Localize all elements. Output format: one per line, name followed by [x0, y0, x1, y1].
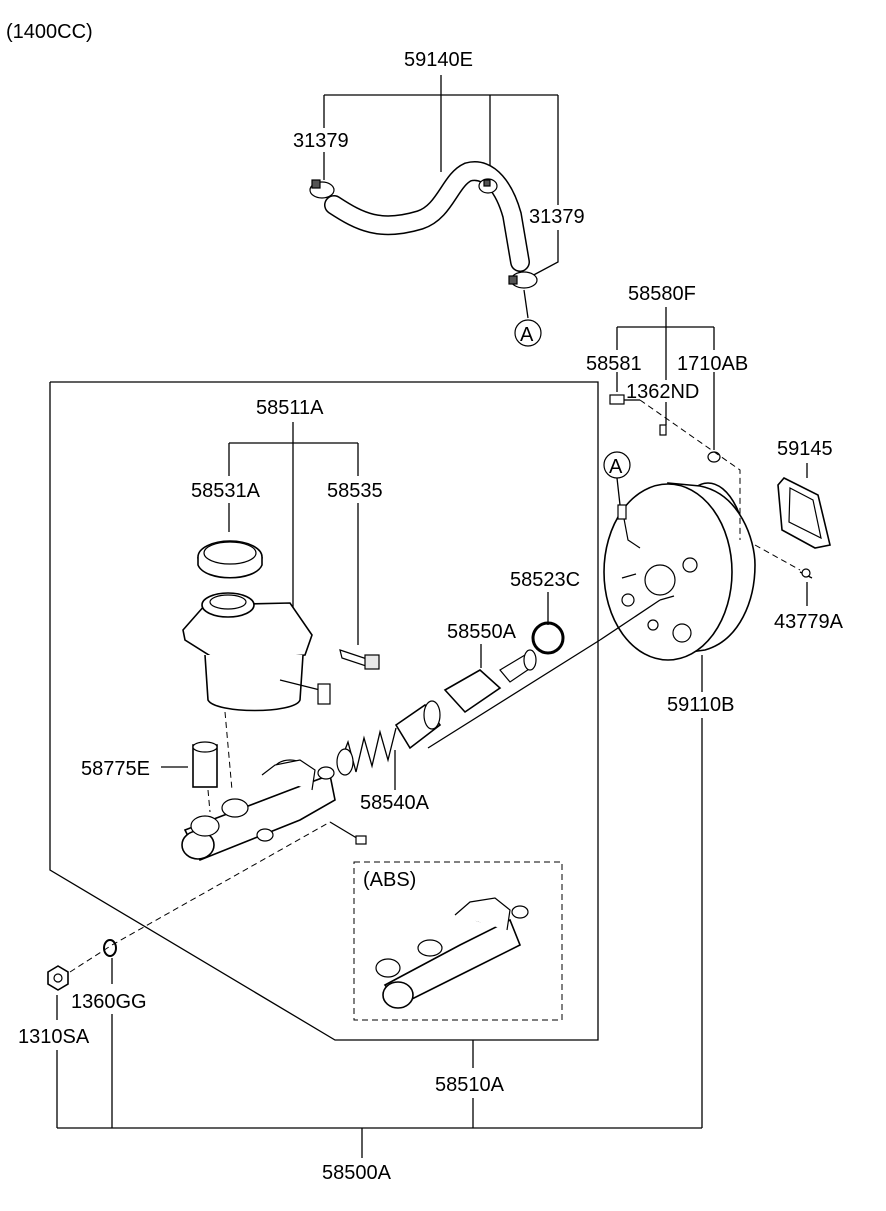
part-label-31379-upper[interactable]: 31379 [293, 130, 349, 152]
part-label-58550A[interactable]: 58550A [447, 621, 517, 643]
spring-washer-icon[interactable] [103, 939, 117, 957]
leader-lines [56, 75, 808, 1158]
return-spring-icon[interactable] [336, 727, 397, 776]
part-label-58535[interactable]: 58535 [327, 480, 383, 502]
fluid-reservoir-icon[interactable] [182, 592, 313, 712]
booster-gasket-icon[interactable] [777, 477, 831, 549]
part-label-58540A[interactable]: 58540A [360, 792, 430, 814]
part-label-31379-lower[interactable]: 31379 [529, 206, 585, 228]
pin-washer-icon[interactable] [707, 451, 721, 463]
abs-master-cylinder-icon[interactable] [375, 897, 529, 1009]
secondary-piston-icon[interactable] [443, 649, 537, 714]
part-label-58580F[interactable]: 58580F [628, 283, 696, 305]
brake-line-fitting-icon[interactable] [192, 741, 218, 788]
part-label-58531A[interactable]: 58531A [191, 480, 261, 502]
reference-a-marker-upper: A [514, 319, 542, 347]
variant-label: (1400CC) [6, 21, 93, 43]
brake-booster-icon[interactable] [603, 482, 756, 661]
part-label-59145[interactable]: 59145 [777, 438, 833, 460]
clevis-pin-icon[interactable] [609, 394, 640, 405]
part-label-1360GG[interactable]: 1360GG [71, 991, 147, 1013]
booster-pushrod-axis-line [427, 639, 601, 749]
part-label-58581[interactable]: 58581 [586, 353, 642, 375]
reservoir-cap-icon[interactable] [197, 540, 263, 579]
part-label-1710AB[interactable]: 1710AB [677, 353, 748, 375]
part-label-59140E[interactable]: 59140E [404, 49, 473, 71]
part-label-1362ND[interactable]: 1362ND [626, 381, 699, 403]
vacuum-hose[interactable] [324, 161, 530, 272]
part-label-58500A[interactable]: 58500A [322, 1162, 392, 1184]
part-label-58523C[interactable]: 58523C [510, 569, 580, 591]
reservoir-outlet-icon[interactable] [279, 679, 331, 705]
mounting-bolt-icon[interactable] [799, 568, 813, 579]
part-label-1310SA[interactable]: 1310SA [18, 1026, 90, 1048]
svg-text:A: A [520, 324, 534, 346]
master-cylinder-bolt-icon[interactable] [329, 821, 367, 845]
part-label-58511A[interactable]: 58511A [256, 397, 324, 419]
hose-to-ref-a-line [523, 289, 529, 319]
master-cylinder-assembly-frame [49, 381, 599, 1041]
abs-label: (ABS) [363, 869, 416, 891]
reference-a-marker-lower: A [603, 451, 631, 479]
hose-clamp-lower-icon[interactable] [508, 271, 538, 289]
master-cylinder-icon[interactable] [181, 759, 336, 862]
retaining-ring-icon[interactable] [531, 621, 565, 655]
part-label-58775E[interactable]: 58775E [81, 758, 150, 780]
part-label-59110B[interactable]: 59110B [667, 694, 734, 716]
snap-pin-icon[interactable] [659, 424, 667, 436]
abs-variant-box [353, 861, 563, 1021]
level-sensor-icon[interactable] [339, 649, 380, 670]
primary-piston-icon[interactable] [394, 700, 442, 750]
svg-text:A: A [609, 456, 623, 478]
part-label-58510A[interactable]: 58510A [435, 1074, 505, 1096]
hose-clamp-upper-icon[interactable] [309, 179, 335, 199]
hose-clamp-middle-icon[interactable] [478, 178, 498, 194]
part-label-43779A[interactable]: 43779A [774, 611, 844, 633]
mounting-nut-icon[interactable] [47, 965, 69, 991]
